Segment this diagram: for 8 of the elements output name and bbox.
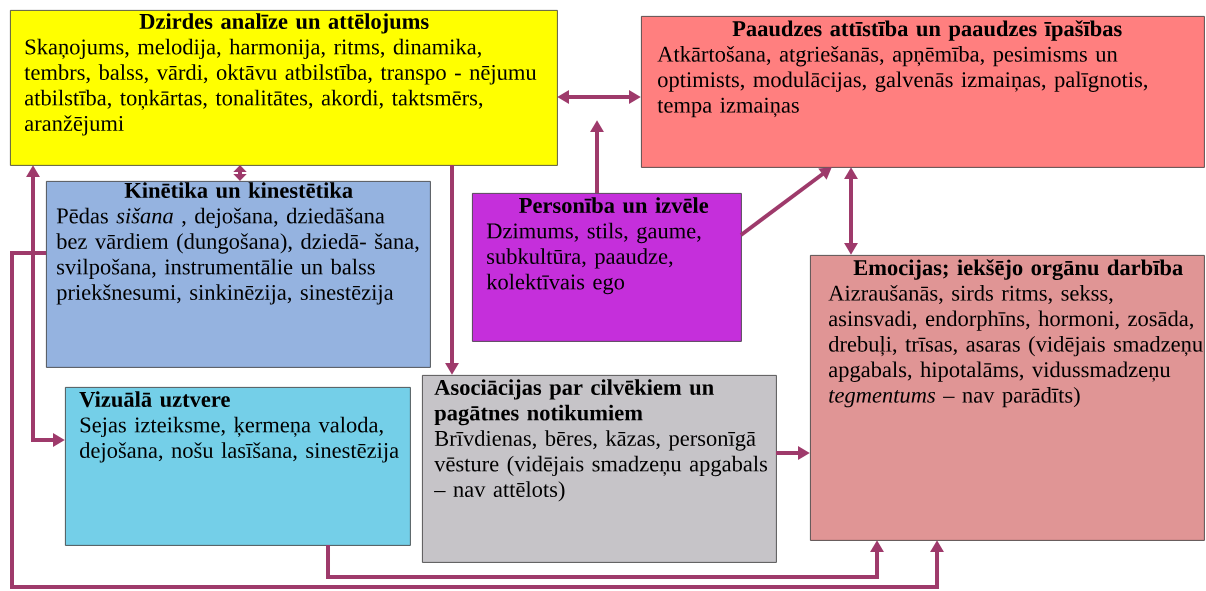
topic-box: Personība un izvēle Dzimums, stils, gaume, subkultūra, paaudze, kolektīvais ego — [472, 193, 742, 342]
arrow — [233, 165, 247, 181]
topic-box: Emocijas; iekšējo orgānu darbība Aizraušanās, sirds ritms, sekss, asinsvadi, endorphīns, hormoni, zosāda, drebuļi, trīsas, asaras (vidējais smadzeņu apgabals, hipotalāms, vidussmadzeņu tegmentums – nav parādīts) — [810, 255, 1205, 541]
topic-box: Asociācijas par cilvēkiem un pagātnes notikumiem Brīvdienas, bēres, kāzas, personīgā vēsture (vidējais smadzeņu apgabals – nav attēlots) — [422, 375, 777, 563]
topic-box: Dzirdes analīze un attēlojums Skaņojums, melodija, harmonija, ritms, dinamika, tembrs, balss, vārdi, oktāvu atbilstība, transpo - nējumu atbilstība, toņkārtas, tonalitātes, akordi, taktsmērs, aranžējumi — [10, 10, 558, 166]
topic-box: Kinētika un kinestētika Pēdas sišana , dejošana, dziedāšana bez vārdiem (dungošana), dziedā- šana, svilpošana, instrumentālie un balss priekšnesumi, sinkinēzija, sinestēzija — [46, 181, 431, 368]
topic-box: Vizuālā uztvere Sejas izteiksme, ķermeņa valoda, dejošana, nošu lasīšana, sinestēzija — [65, 387, 411, 546]
topic-box: Paaudzes attīstība un paaudzes īpašības Atkārtošana, atgriešanās, apņēmība, pesimisms un optimists, modulācijas, galvenās izmaiņas, palīgnotis, tempa izmaiņas — [641, 16, 1205, 168]
